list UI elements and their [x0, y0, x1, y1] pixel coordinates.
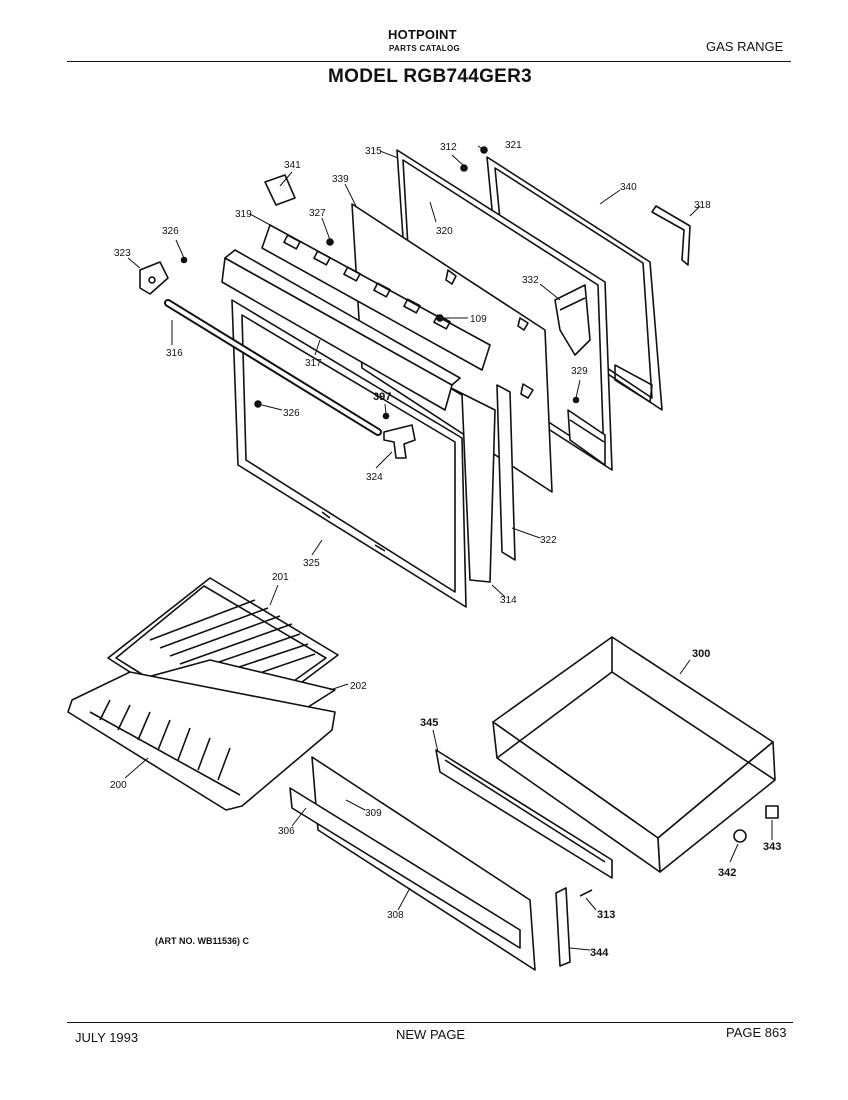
- oven-rack-200: [67, 671, 336, 811]
- callout-345: 345: [420, 717, 438, 729]
- fitting-343: [765, 805, 779, 819]
- vent-trim-319: [261, 224, 491, 371]
- product-category: GAS RANGE: [706, 39, 784, 54]
- fitting-342: [733, 829, 747, 843]
- callout-322: 322: [540, 535, 557, 546]
- callout-321: 321: [505, 140, 522, 151]
- drawer-rail-345: [435, 749, 613, 879]
- broiler-drawer-300: [492, 636, 776, 873]
- callout-labels: 312 321 315 340 341 339 318 319 327 320 …: [110, 140, 781, 959]
- plate-341: [264, 174, 296, 206]
- door-hinge-332: [554, 284, 591, 356]
- callout-341: 341: [284, 160, 301, 171]
- catalog-subtitle: PARTS CATALOG: [389, 44, 461, 53]
- callout-397: 397: [373, 391, 391, 403]
- callout-324: 324: [366, 472, 383, 483]
- clip-324: [383, 424, 416, 459]
- screw-313: [579, 889, 593, 897]
- callout-318: 318: [694, 200, 711, 211]
- footer-new-page: NEW PAGE: [396, 1027, 466, 1042]
- header-rule: [67, 61, 791, 62]
- callout-109: 109: [470, 314, 487, 325]
- callout-320: 320: [436, 226, 453, 237]
- drawer-front-panel-308: [289, 756, 536, 971]
- callout-344: 344: [590, 947, 609, 959]
- callout-340: 340: [620, 182, 637, 193]
- door-side-channel-322: [496, 384, 516, 561]
- page-title: MODEL RGB744GER3: [328, 66, 533, 87]
- callout-326-top: 326: [162, 226, 179, 237]
- callout-342: 342: [718, 867, 736, 879]
- gasket-318: [651, 205, 691, 266]
- callout-201: 201: [272, 572, 289, 583]
- callout-327: 327: [309, 208, 326, 219]
- fasteners: [180, 146, 580, 804]
- callout-309: 309: [365, 808, 382, 819]
- callout-343: 343: [763, 841, 781, 853]
- callout-200: 200: [110, 780, 127, 791]
- callout-300: 300: [692, 648, 710, 660]
- callout-306: 306: [278, 826, 295, 837]
- callout-316: 316: [166, 348, 183, 359]
- callout-313: 313: [597, 909, 615, 921]
- callout-315: 315: [365, 146, 382, 157]
- door-handle-316: [164, 299, 382, 436]
- callout-323: 323: [114, 248, 131, 259]
- callout-314: 314: [500, 595, 517, 606]
- callout-329: 329: [571, 366, 588, 377]
- callout-312: 312: [440, 142, 457, 153]
- callout-326-mid: 326: [283, 408, 300, 419]
- callout-339: 339: [332, 174, 349, 185]
- callout-308: 308: [387, 910, 404, 921]
- callout-332: 332: [522, 275, 539, 286]
- leader-lines: [124, 145, 773, 951]
- latch-344: [555, 887, 571, 967]
- callout-319: 319: [235, 209, 252, 220]
- bracket-323: [139, 261, 169, 295]
- callout-317: 317: [305, 358, 322, 369]
- door-top-trim-317: [221, 249, 461, 411]
- callout-325: 325: [303, 558, 320, 569]
- door-glass-314: [444, 384, 496, 583]
- callout-202: 202: [350, 681, 367, 692]
- footer-page-number: PAGE 863: [726, 1025, 787, 1040]
- footer-date: JULY 1993: [75, 1030, 139, 1045]
- art-number: (ART NO. WB11536) C: [155, 936, 250, 946]
- footer-rule: [67, 1022, 793, 1023]
- brand-name: HOTPOINT: [388, 27, 457, 42]
